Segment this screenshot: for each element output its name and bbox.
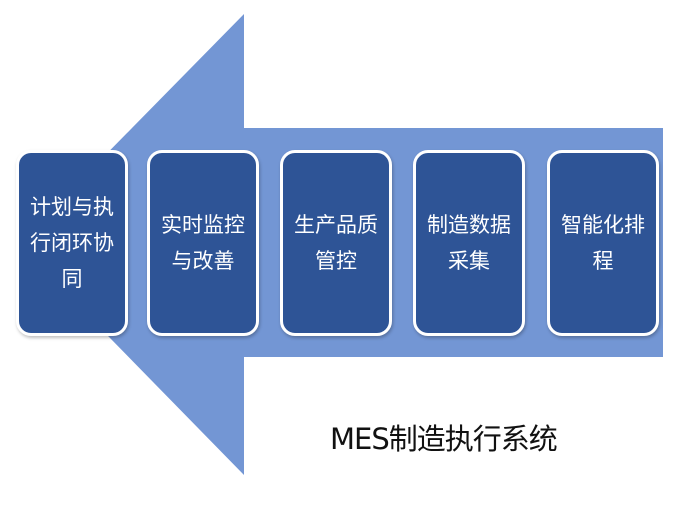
step-box-planning-execution: 计划与执行闭环协同 [16, 150, 128, 336]
step-box-intelligent-scheduling: 智能化排程 [547, 150, 659, 336]
step-box-quality-control: 生产品质管控 [280, 150, 392, 336]
diagram-caption: MES制造执行系统 [330, 422, 558, 456]
step-label: 制造数据采集 [427, 213, 511, 273]
step-box-realtime-monitoring: 实时监控与改善 [147, 150, 259, 336]
step-label: 智能化排程 [561, 213, 645, 273]
step-label: 生产品质管控 [294, 213, 378, 273]
step-box-data-collection: 制造数据采集 [413, 150, 525, 336]
step-label: 实时监控与改善 [161, 213, 245, 273]
step-label: 计划与执行闭环协同 [30, 195, 114, 291]
